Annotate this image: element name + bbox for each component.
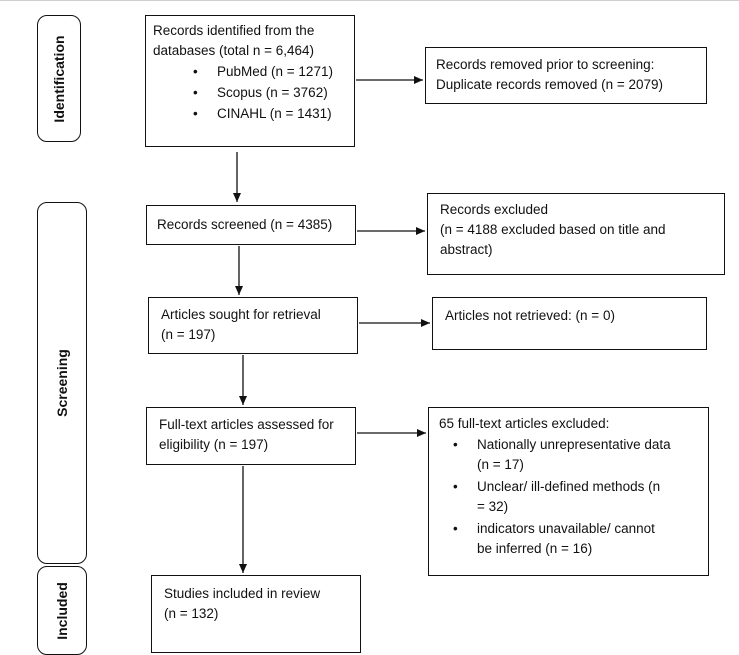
records-excluded-line1: Records excluded xyxy=(440,202,549,217)
records-excluded-box: Records excluded (n = 4188 excluded base… xyxy=(427,193,725,275)
bullet-icon: • xyxy=(193,64,198,79)
studies-included-line1: Studies included in review xyxy=(164,586,321,601)
full-text-assessed-box: Full-text articles assessed for eligibil… xyxy=(146,407,356,465)
records-removed-line2: Duplicate records removed (n = 2079) xyxy=(436,77,663,92)
full-text-assessed-line2: eligibility (n = 197) xyxy=(159,437,269,452)
exclusion-reason-item: • Unclear/ ill-defined methods (n = 32) xyxy=(453,479,661,514)
records-screened-box: Records screened (n = 4385) xyxy=(146,205,356,245)
bullet-icon: • xyxy=(453,521,458,536)
database-source-item: • Scopus (n = 3762) xyxy=(193,82,347,103)
stage-identification: Identification xyxy=(37,15,81,142)
articles-sought-box: Articles sought for retrieval (n = 197) xyxy=(148,297,358,354)
studies-included-box: Studies included in review (n = 132) xyxy=(151,575,361,653)
full-text-assessed-line1: Full-text articles assessed for xyxy=(159,417,334,432)
database-source-item: • CINAHL (n = 1431) xyxy=(193,103,347,124)
records-identified-line1: Records identified from the xyxy=(153,23,315,38)
articles-not-retrieved-box: Articles not retrieved: (n = 0) xyxy=(432,297,707,350)
database-source-list: • PubMed (n = 1271) • Scopus (n = 3762) … xyxy=(153,61,347,124)
records-removed-line1: Records removed prior to screening: xyxy=(436,57,655,72)
full-text-excluded-box: 65 full-text articles excluded: • Nation… xyxy=(428,407,709,576)
database-source-item: • PubMed (n = 1271) xyxy=(193,61,347,82)
bullet-icon: • xyxy=(453,437,458,452)
records-removed-box: Records removed prior to screening: Dupl… xyxy=(425,47,707,104)
articles-sought-line1: Articles sought for retrieval xyxy=(161,307,321,322)
exclusion-reason-item: • Nationally unrepresentative data (n = … xyxy=(453,437,671,472)
bullet-icon: • xyxy=(193,85,198,100)
bullet-icon: • xyxy=(453,479,458,494)
exclusion-reason-item: • indicators unavailable/ cannot be infe… xyxy=(453,521,655,556)
records-excluded-line2: (n = 4188 excluded based on title and xyxy=(440,222,666,237)
records-excluded-line3: abstract) xyxy=(440,242,493,257)
records-identified-box: Records identified from the databases (t… xyxy=(145,15,355,147)
bullet-icon: • xyxy=(193,106,198,121)
records-screened-text: Records screened (n = 4385) xyxy=(157,217,333,232)
articles-not-retrieved-text: Articles not retrieved: (n = 0) xyxy=(445,308,615,323)
full-text-excluded-title: 65 full-text articles excluded: xyxy=(439,416,610,431)
stage-screening: Screening xyxy=(37,202,87,564)
top-border-line xyxy=(0,0,739,1)
articles-sought-line2: (n = 197) xyxy=(161,327,216,342)
exclusion-reason-list: • Nationally unrepresentative data (n = … xyxy=(439,435,698,559)
studies-included-line2: (n = 132) xyxy=(164,606,219,621)
records-identified-line2: databases (total n = 6,464) xyxy=(153,43,314,58)
